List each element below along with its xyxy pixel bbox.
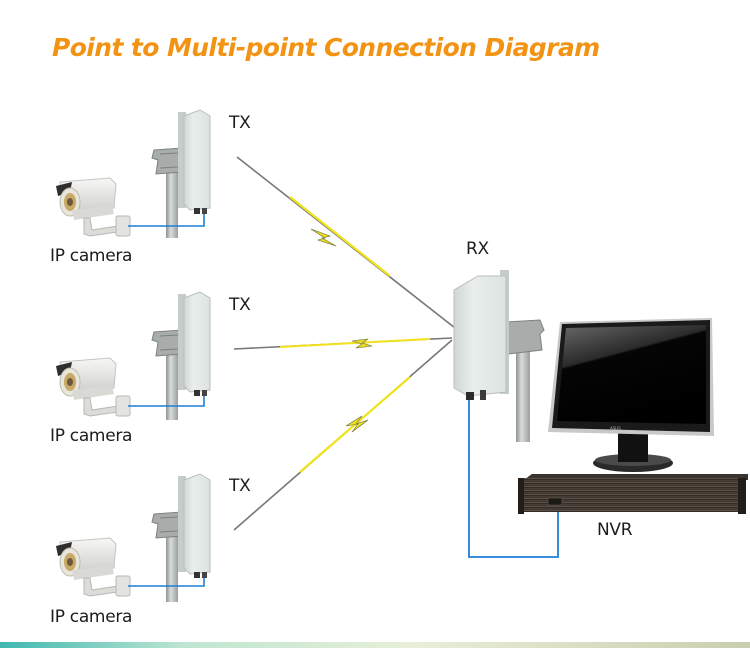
tx-antenna-2 — [151, 291, 211, 421]
ip-camera-2 — [55, 357, 131, 417]
ethernet-cable-rx-nvr — [468, 400, 559, 558]
tx-label-3: TX — [229, 476, 251, 496]
wireless-link-1 — [236, 156, 456, 329]
ip-camera-label-1: IP camera — [50, 246, 133, 266]
lightning-bolt-icon — [310, 228, 337, 247]
nvr-port — [547, 497, 563, 506]
tx-label-2: TX — [229, 295, 251, 315]
ethernet-cable-2 — [128, 396, 205, 407]
monitor: ASUS — [548, 318, 714, 472]
rx-antenna — [453, 275, 507, 397]
ip-camera-label-2: IP camera — [50, 426, 133, 446]
nvr-device — [518, 474, 748, 514]
monitor-screen — [557, 325, 706, 424]
ethernet-cable-3 — [128, 578, 205, 587]
footer-gradient-bar — [0, 642, 750, 648]
nvr-label: NVR — [597, 520, 633, 540]
tx-station-1 — [55, 109, 211, 239]
monitor-brand: ASUS — [610, 426, 621, 431]
tx-label-1: TX — [229, 113, 251, 133]
rx-bracket — [503, 319, 545, 355]
tx-station-3 — [55, 473, 211, 603]
ip-camera-1 — [55, 177, 131, 237]
rx-station — [453, 270, 559, 558]
lightning-bolt-icon — [351, 338, 373, 349]
wireless-link-2 — [233, 337, 453, 350]
ethernet-cable-1 — [128, 214, 205, 227]
diagram-title: Point to Multi-point Connection Diagram — [52, 33, 600, 62]
rx-label: RX — [466, 239, 489, 259]
tx-antenna-1 — [151, 109, 211, 239]
lightning-bolt-icon — [345, 415, 369, 433]
ip-camera-3 — [55, 537, 131, 597]
rx-pole — [516, 350, 530, 442]
wireless-link-3 — [233, 339, 453, 531]
tx-antenna-3 — [151, 473, 211, 603]
tx-station-2 — [55, 291, 211, 421]
ip-camera-label-3: IP camera — [50, 607, 133, 627]
